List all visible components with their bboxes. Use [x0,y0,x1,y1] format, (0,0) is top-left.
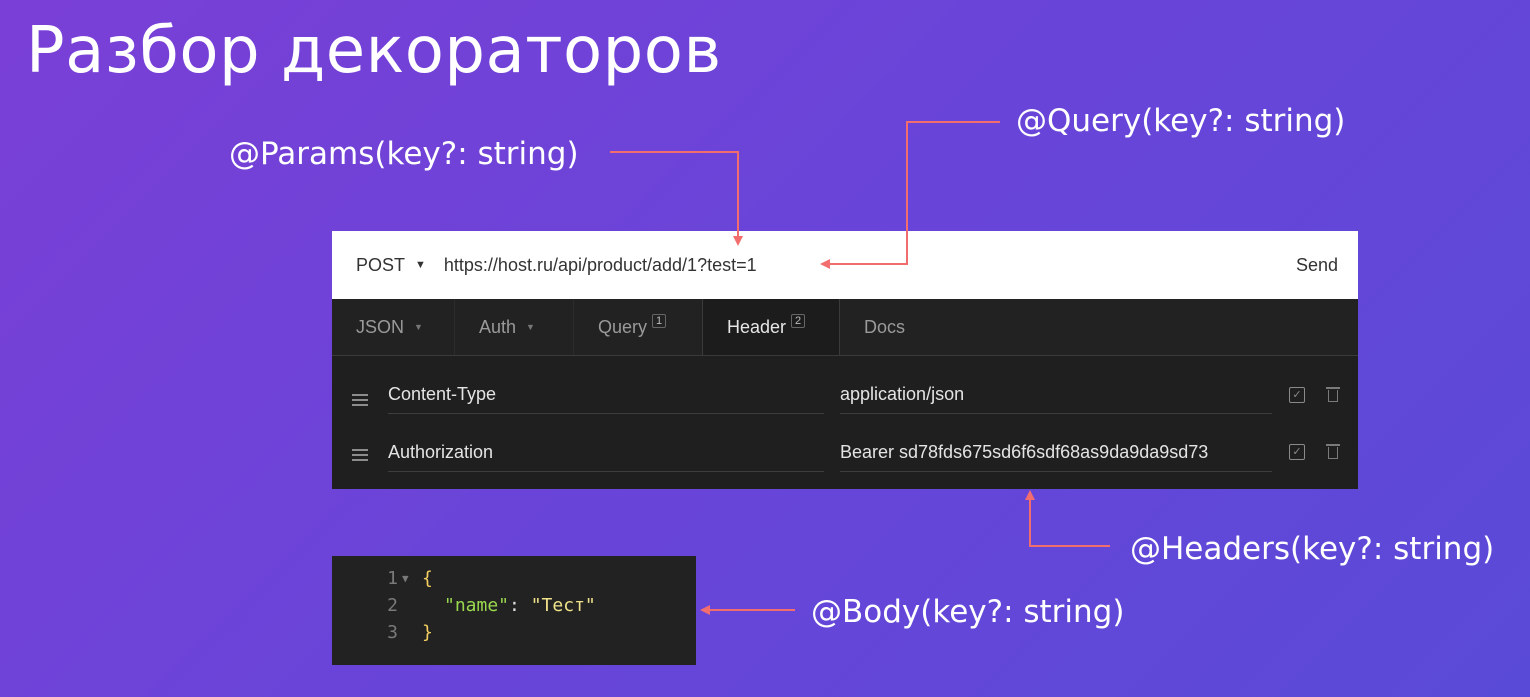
page-title: Разбор декораторов [26,14,722,88]
tab-auth[interactable]: Auth ▼ [455,299,574,355]
tab-header[interactable]: Header 2 [702,299,840,355]
params-annotation: @Params(key?: string) [229,136,579,172]
tab-count-badge: 2 [791,314,806,328]
checkbox-icon[interactable]: ✓ [1289,444,1305,460]
tab-json[interactable]: JSON ▼ [332,299,455,355]
close-brace: } [422,621,433,643]
code-line: 1 ▼ { [332,565,433,591]
http-client-panel: POST ▼ https://host.ru/api/product/add/1… [332,231,1358,489]
url-input[interactable]: https://host.ru/api/product/add/1?test=1 [443,254,757,275]
code-line: 2 "name" : "Тест" [332,592,596,618]
header-value-field[interactable]: Bearer sd78fds675sd6f6sdf68as9da9da9sd73 [840,442,1272,472]
header-row: Content-Type application/json ✓ [332,370,1358,428]
header-name-field[interactable]: Content-Type [388,384,824,414]
tab-label: JSON [356,316,405,337]
tab-label: Docs [864,316,906,337]
header-row: Authorization Bearer sd78fds675sd6f6sdf6… [332,428,1358,486]
tab-label: Auth [479,316,517,337]
json-key: "name" [444,594,510,616]
header-name-field[interactable]: Authorization [388,442,824,472]
checkbox-icon[interactable]: ✓ [1289,387,1305,403]
tab-label: Header [727,316,787,337]
json-colon: : [509,594,531,616]
code-line: 3 } [332,619,433,645]
method-label: POST [356,254,406,275]
trash-icon[interactable] [1326,387,1340,403]
chevron-down-icon: ▼ [414,322,423,332]
body-annotation: @Body(key?: string) [811,594,1125,630]
open-brace: { [422,567,433,589]
url-bar: POST ▼ https://host.ru/api/product/add/1… [332,231,1358,299]
send-button[interactable]: Send [1295,254,1338,275]
trash-icon[interactable] [1326,444,1340,460]
drag-handle-icon[interactable] [352,394,368,409]
tab-count-badge: 1 [652,314,667,328]
headers-annotation: @Headers(key?: string) [1130,531,1495,567]
tab-docs[interactable]: Docs [840,299,929,355]
chevron-down-icon: ▼ [526,322,535,332]
fold-arrow-icon[interactable]: ▼ [402,571,409,585]
body-code-editor[interactable]: 1 ▼ { 2 "name" : "Тест" 3 } [332,556,696,665]
tab-query[interactable]: Query 1 [574,299,702,355]
drag-handle-icon[interactable] [352,449,368,464]
line-number: 2 [387,594,398,616]
method-select[interactable]: POST ▼ [356,255,426,276]
request-tabs: JSON ▼ Auth ▼ Query 1 Header 2 Docs [332,299,1358,356]
line-number: 1 [387,567,398,589]
tab-label: Query [598,316,648,337]
query-annotation: @Query(key?: string) [1016,103,1346,139]
chevron-down-icon: ▼ [415,259,426,271]
json-value: "Тест" [530,594,596,616]
line-number: 3 [387,621,398,643]
header-value-field[interactable]: application/json [840,384,1272,414]
headers-arrow [1025,490,1110,547]
